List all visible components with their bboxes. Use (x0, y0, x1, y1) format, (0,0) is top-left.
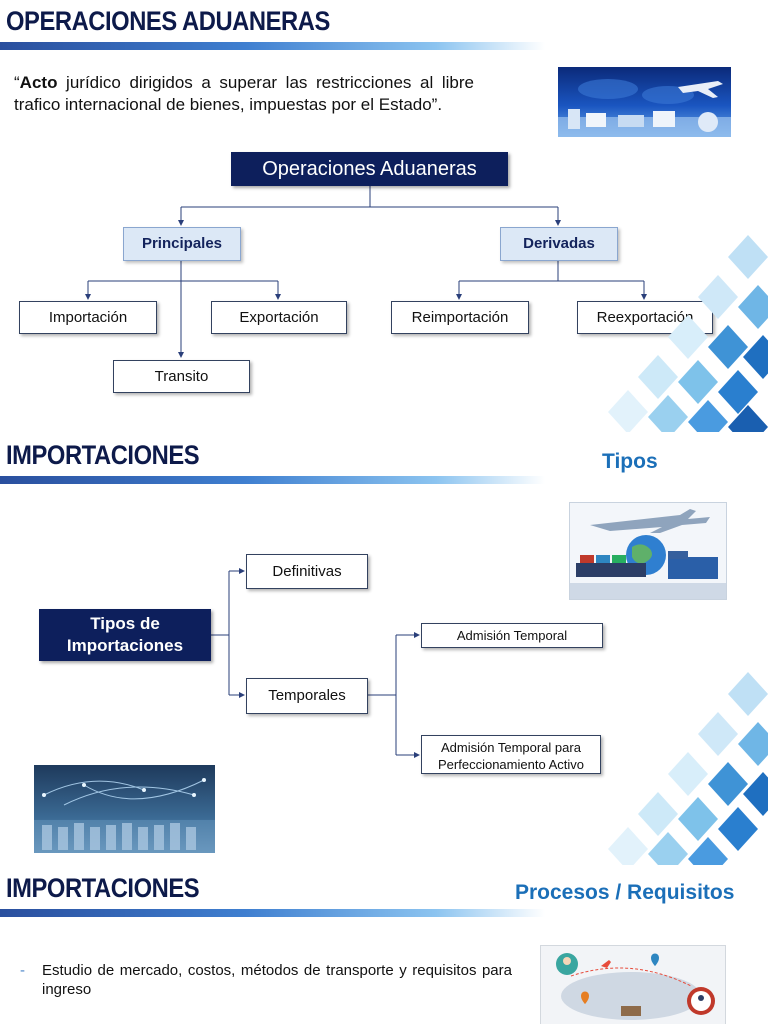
plane-ship-globe-icon (570, 509, 726, 599)
box-importacion: Importación (19, 301, 157, 334)
box-exportacion: Exportación (211, 301, 347, 334)
slide-subtitle: Procesos / Requisitos (515, 881, 735, 904)
logistics-photo (558, 67, 731, 137)
title-underline-bar (0, 42, 545, 50)
bullet-dash: - (20, 962, 25, 979)
box-admision-perfeccionamiento: Admisión Temporal para Perfeccionamiento… (421, 735, 601, 774)
slide-subtitle: Tipos (602, 450, 658, 473)
quote-open: “ (14, 73, 20, 92)
list-item: -Estudio de mercado, costos, métodos de … (20, 961, 512, 999)
quote-bold-word: Acto (19, 73, 58, 92)
slide-tipos-importaciones: IMPORTACIONES Tipos (0, 432, 768, 865)
perfeccionamiento-line-2: Perfeccionamiento Activo (438, 757, 584, 772)
title-underline-bar (0, 476, 545, 484)
slide-title: IMPORTACIONES (6, 873, 200, 903)
root-box-tipos-importaciones: Tipos de Importaciones (39, 609, 211, 661)
root-line-1: Tipos de (90, 614, 160, 633)
slide-title: OPERACIONES ADUANERAS (6, 6, 330, 36)
logistics-process-icon (556, 953, 715, 1020)
box-derivadas: Derivadas (500, 227, 618, 261)
box-transito: Transito (113, 360, 250, 393)
diamond-pattern-decoration (608, 672, 768, 865)
slide-operaciones-aduaneras: OPERACIONES ADUANERAS “Acto jurídico dir… (0, 0, 768, 432)
network-lines-icon (34, 778, 215, 853)
logistics-illustration-icon (558, 79, 731, 137)
types-tree-connectors (211, 568, 420, 758)
requirements-list: -Estudio de mercado, costos, métodos de … (20, 961, 512, 999)
list-item-text: Estudio de mercado, costos, métodos de t… (42, 962, 512, 998)
transport-photo (569, 502, 727, 600)
org-chart-connectors (85, 186, 647, 358)
definition-quote: “Acto jurídico dirigidos a superar las r… (14, 72, 474, 116)
box-reimportacion: Reimportación (391, 301, 529, 334)
title-underline-bar (0, 909, 545, 917)
box-definitivas: Definitivas (246, 554, 368, 589)
root-line-2: Importaciones (66, 636, 184, 655)
quote-text: jurídico dirigidos a superar las restric… (14, 73, 474, 114)
root-box-operaciones: Operaciones Aduaneras (231, 152, 508, 186)
slide-title: IMPORTACIONES (6, 440, 200, 470)
diamond-pattern-decoration (608, 235, 768, 432)
perfeccionamiento-line-1: Admisión Temporal para (441, 740, 581, 755)
box-principales: Principales (123, 227, 241, 261)
box-temporales: Temporales (246, 678, 368, 714)
network-map-photo (34, 765, 215, 853)
process-illustration (540, 945, 726, 1024)
slide-procesos-requisitos: IMPORTACIONES Procesos / Requisitos -Est… (0, 865, 768, 1024)
box-admision-temporal: Admisión Temporal (421, 623, 603, 648)
